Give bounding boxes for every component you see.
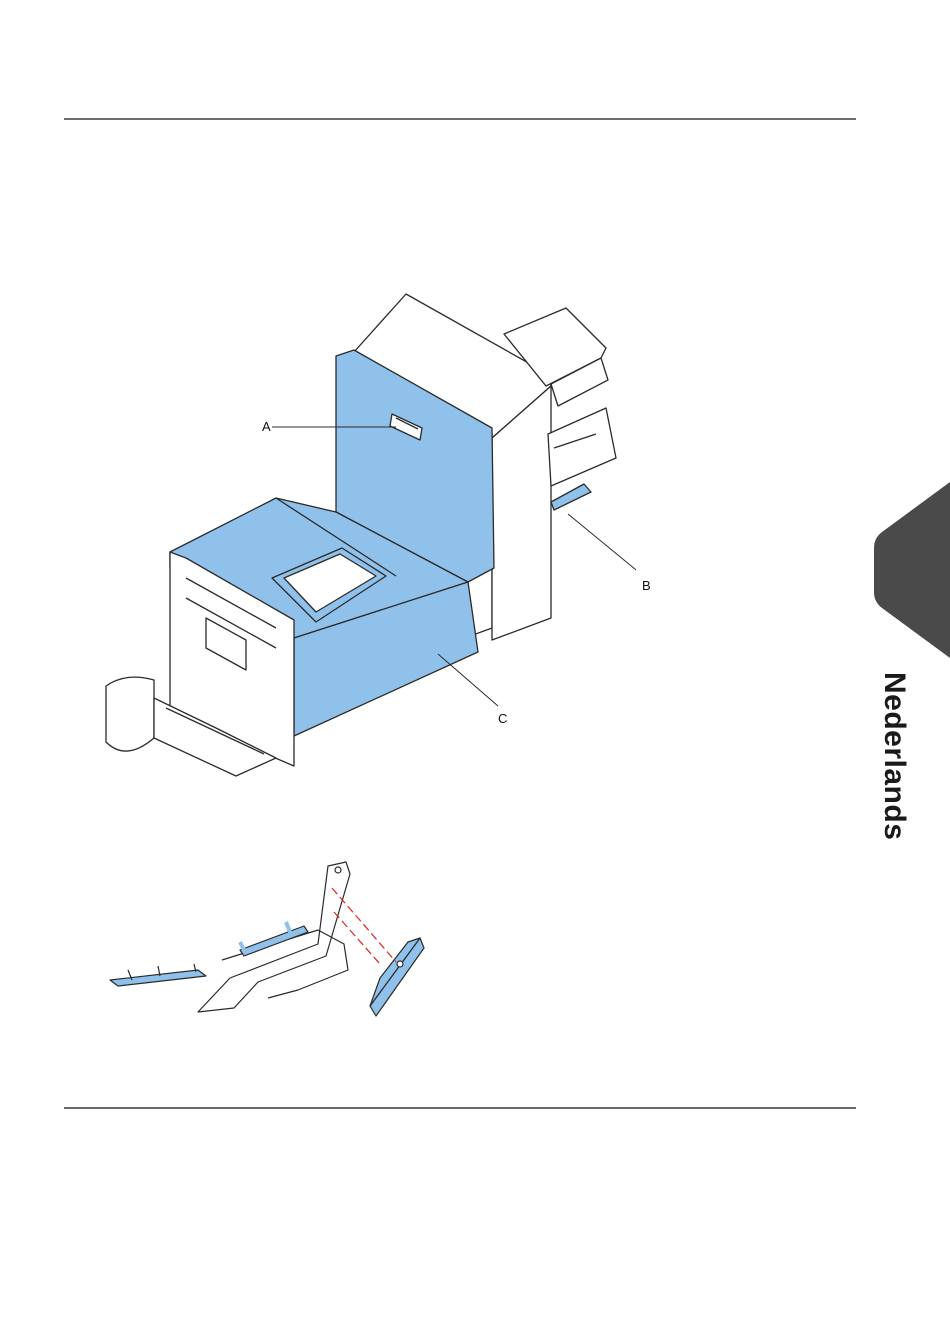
callout-b: B	[642, 579, 651, 593]
callout-a: A	[262, 420, 271, 434]
top-rule	[64, 118, 856, 120]
language-tab-shape	[874, 482, 950, 658]
brush-illustration	[108, 858, 428, 1024]
machine-illustration	[96, 288, 636, 778]
bottom-rule	[64, 1107, 856, 1109]
language-label: Nederlands	[876, 672, 912, 842]
callout-c: C	[498, 712, 507, 726]
